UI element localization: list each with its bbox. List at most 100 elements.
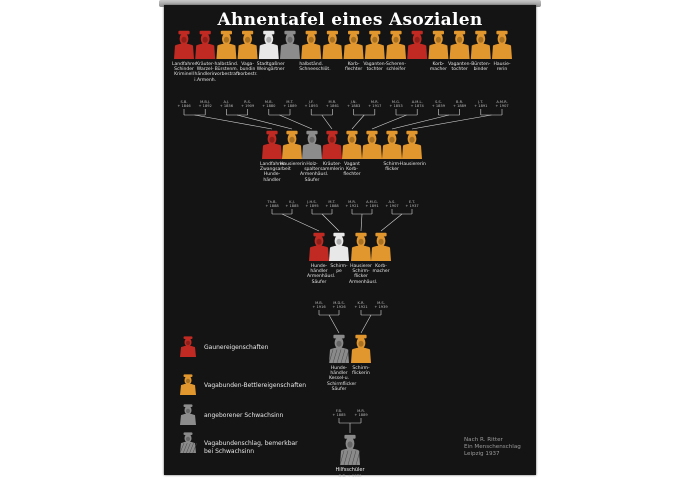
ancestor-figure <box>364 30 385 59</box>
ancestor-figure <box>262 130 282 159</box>
legend-swatch-figure <box>180 336 196 357</box>
ancestor-date: A.S. + 1907 <box>385 200 399 208</box>
hanging-rod <box>159 0 541 7</box>
ancestor-occupation: Hausiererin <box>400 162 426 167</box>
legend-label: Vagabundenschlag, bemerkbar bei Schwachs… <box>204 440 298 455</box>
ancestor-figure <box>492 30 512 59</box>
tree-line <box>411 114 492 130</box>
ancestor-date: A.M.R. + 1907 <box>495 100 509 108</box>
ancestor-occupation: Hausiererin <box>280 162 306 167</box>
ancestor-date: K.J. + 1885 <box>285 200 299 208</box>
ancestor-occupation: Schirm- flicker <box>383 162 401 173</box>
ancestor-date: A.M.G. + 1891 <box>365 200 379 208</box>
ancestor-figure <box>302 130 322 159</box>
ancestor-occupation: Kräuter- sammlerin <box>320 162 344 173</box>
poster-title: Ahnentafel eines Asozialen <box>217 10 483 30</box>
tree-line <box>194 114 273 130</box>
credit-note: Nach R. Ritter Ein Menschenschlag Leipzi… <box>464 437 521 457</box>
ancestor-date: S.B. + 1846 <box>177 100 191 108</box>
ancestor-date: M.B. + 1880 <box>262 100 276 108</box>
ancestor-figure <box>282 130 302 159</box>
ancestor-occupation: Hausierer Schirm- flicker Armenhäusl. <box>349 264 378 285</box>
ancestor-figure <box>371 232 391 261</box>
legend-label: Vagabunden-Bettlereigenschaften <box>204 382 307 389</box>
legend-swatch-figure <box>180 374 196 395</box>
tree-line <box>236 114 293 130</box>
ancestor-date: M.S. + 1939 <box>374 301 388 309</box>
poster: Ahnentafel eines Asozialen Landfahrer Sc… <box>164 5 536 478</box>
ancestor-date: M.R. + 1921 <box>345 200 359 208</box>
ancestor-figure <box>428 30 449 59</box>
tree-line <box>281 213 320 232</box>
ancestor-occupation: Hausie- rerin <box>493 62 511 73</box>
ancestor-occupation: Vaga- bundin vorbestr. <box>237 62 258 78</box>
parent-date: F.B. + 1885 <box>332 409 346 417</box>
ancestor-figure <box>449 30 470 59</box>
ancestor-figure <box>470 30 491 59</box>
ancestor-date: E.T. + 1937 <box>405 200 419 208</box>
proband-date: G.B. + 1930 <box>338 473 362 478</box>
ancestor-figure <box>301 30 322 59</box>
ancestor-figure <box>402 130 422 159</box>
ancestor-occupation: Vaganten- tochter <box>448 62 472 73</box>
ancestor-date: M.T. + 1889 <box>283 100 297 108</box>
ancestor-figure <box>351 232 371 261</box>
family-tree <box>174 30 512 466</box>
tree-line <box>351 114 365 130</box>
ancestor-occupation: Landfahrer Schinder Kriminell <box>172 62 197 78</box>
ancestor-figure <box>382 130 402 159</box>
tree-line <box>380 213 403 232</box>
ancestor-figure <box>174 30 194 59</box>
ancestor-date: M.B.J. + 1892 <box>198 100 212 108</box>
ancestor-figure <box>407 30 428 59</box>
ancestor-figure <box>386 30 406 59</box>
ancestor-figure <box>329 232 349 261</box>
ancestor-figure <box>342 130 362 159</box>
ancestor-occupation: Kräuter- Warzel- händlerin i.Armenh. <box>194 62 217 83</box>
ancestor-date: M.G. + 1853 <box>389 100 403 108</box>
ancestor-date: B.R. + 1889 <box>452 100 467 108</box>
tree-line <box>360 314 372 334</box>
tree-line <box>360 213 363 232</box>
ancestor-occupation: Korb- macher <box>429 62 447 73</box>
parent-occupation: Hunde- händler Kessel-u. Schirmflicker S… <box>327 366 357 392</box>
ancestor-occupation: Korb- macher <box>372 264 390 275</box>
tree-line <box>321 114 333 130</box>
ancestor-date: A.J. + 1856 <box>219 100 234 108</box>
ancestor-figure <box>362 130 382 159</box>
tree-line <box>371 114 407 130</box>
ancestor-figure <box>322 30 343 59</box>
tree-line <box>328 314 340 334</box>
ancestor-figure <box>216 30 237 59</box>
legend-label: angeborener Schwachsinn <box>204 412 284 419</box>
tree-line <box>279 114 313 130</box>
ancestor-occupation: Landfahrer Zwangsarbeit Hunde- händler <box>260 162 291 183</box>
ancestor-date: A.M.L. + 1874 <box>410 100 424 108</box>
ancestor-date: M.D.S. + 1926 <box>332 301 346 309</box>
ancestor-figure <box>237 30 258 59</box>
ancestor-date: J.H.S. + 1895 <box>305 200 319 208</box>
ancestor-date: M.R. + 1861 <box>325 100 340 108</box>
ancestor-occupation: Korb- flechter <box>344 62 363 73</box>
parent-figure <box>351 334 371 363</box>
ancestor-occupation: Holz- spalter Armenhäusl. Säufer <box>300 162 329 183</box>
ancestor-occupation: Schirm- pe <box>330 264 348 275</box>
ancestor-date: J.F. + 1893 <box>304 100 318 108</box>
ancestor-occupation: Vaganten- tochter <box>363 62 387 73</box>
ancestor-date: K.R. + 1921 <box>354 301 368 309</box>
ancestor-date: M.R. + 1917 <box>368 100 382 108</box>
ancestor-occupation: Bürsten- binder <box>471 62 491 73</box>
legend-swatch-figure <box>180 404 196 425</box>
ancestor-figure <box>280 30 300 59</box>
ancestor-occupation: halbständ. Bürstenm. vorbestraft <box>214 62 240 78</box>
tree-line <box>391 114 450 130</box>
proband-label: Hilfsschüler <box>335 467 365 473</box>
ancestor-date: J.N. + 1883 <box>346 100 361 108</box>
legend-swatch-figure <box>179 432 198 454</box>
ancestor-date: Th.B. + 1888 <box>265 200 279 208</box>
ancestor-figure <box>258 30 279 59</box>
ancestor-date: S.S. + 1859 <box>431 100 446 108</box>
ancestor-occupation: Scheren- schleifer <box>386 62 406 73</box>
ancestor-date: R.S. + 1909 <box>240 100 255 108</box>
parent-figure <box>328 334 350 364</box>
